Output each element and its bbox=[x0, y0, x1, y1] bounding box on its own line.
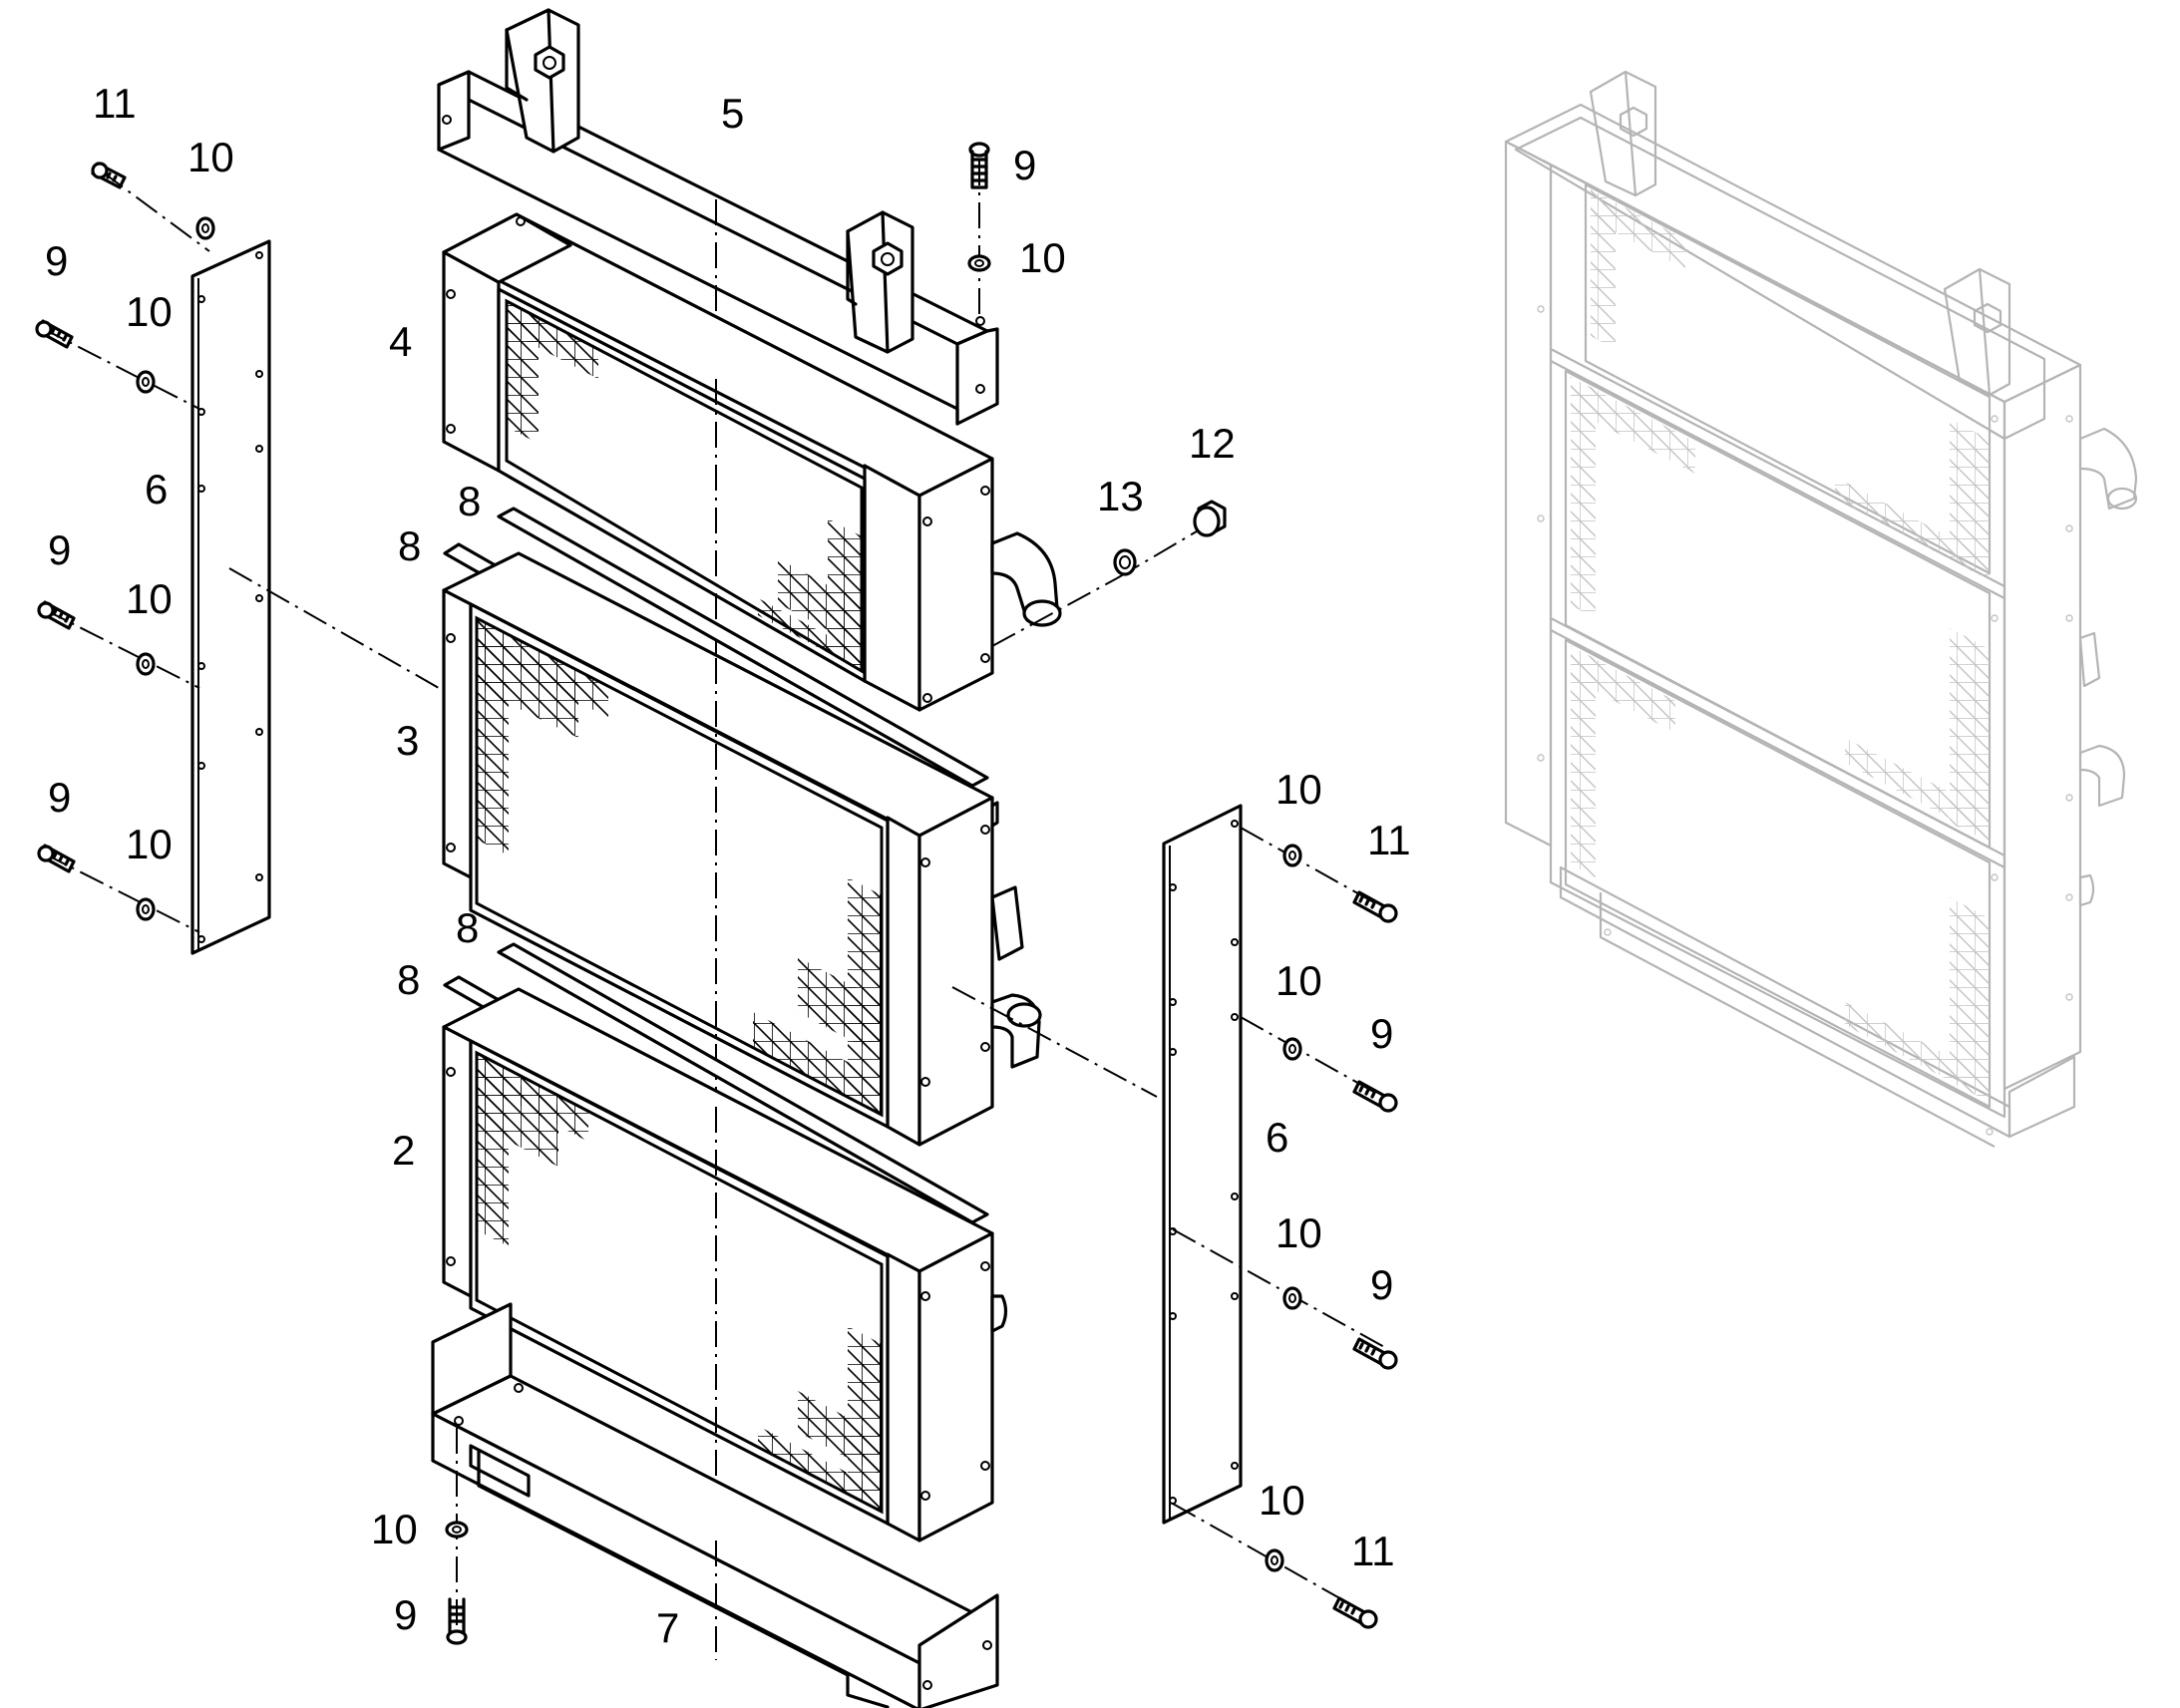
bottom-fasteners bbox=[445, 1428, 469, 1645]
bolt-icon bbox=[1352, 1337, 1398, 1370]
assembled-reference-view bbox=[1504, 70, 2138, 1148]
bolt-icon bbox=[35, 319, 74, 349]
cooler-core-middle bbox=[442, 551, 1158, 1147]
callout-9-r2: 9 bbox=[1370, 1010, 1393, 1057]
callout-12: 12 bbox=[1189, 420, 1236, 467]
callout-9-l2: 9 bbox=[48, 526, 71, 573]
callout-8-b: 8 bbox=[398, 522, 421, 569]
callout-labels: 11 10 9 10 6 9 10 9 10 5 9 10 4 8 8 3 13… bbox=[45, 80, 1411, 1651]
callout-10-l2: 10 bbox=[126, 575, 173, 622]
callout-7: 7 bbox=[656, 1604, 679, 1651]
washer-icon bbox=[1265, 1548, 1284, 1572]
callout-2: 2 bbox=[392, 1127, 415, 1174]
washer-icon bbox=[195, 216, 215, 240]
callout-11-tl: 11 bbox=[93, 80, 137, 127]
top-channel-bracket bbox=[437, 8, 999, 436]
callout-10-l3: 10 bbox=[126, 821, 173, 867]
callout-4: 4 bbox=[389, 318, 412, 365]
callout-10-r2: 10 bbox=[1275, 957, 1322, 1004]
callout-5: 5 bbox=[721, 90, 744, 137]
callout-13: 13 bbox=[1097, 473, 1144, 519]
cooler-core-upper bbox=[442, 212, 1118, 712]
callout-10-r1: 10 bbox=[1275, 766, 1322, 813]
callout-9-top: 9 bbox=[1013, 142, 1036, 188]
bolt-icon bbox=[1352, 1080, 1398, 1113]
bolt-icon bbox=[1352, 890, 1398, 923]
top-fasteners bbox=[967, 142, 991, 319]
bottom-channel bbox=[431, 1302, 999, 1708]
callout-9-r3: 9 bbox=[1370, 1261, 1393, 1308]
washer-icon bbox=[1282, 844, 1302, 867]
bolt-icon bbox=[37, 600, 76, 630]
washer-icon bbox=[445, 1521, 469, 1538]
callout-8-d: 8 bbox=[397, 956, 420, 1003]
callout-9-l3: 9 bbox=[48, 774, 71, 821]
washer-icon bbox=[1282, 1286, 1302, 1310]
callout-3: 3 bbox=[396, 717, 419, 764]
callout-8-c: 8 bbox=[456, 904, 479, 951]
left-fasteners bbox=[35, 162, 440, 933]
washer-icon bbox=[136, 652, 156, 676]
callout-11-r1: 11 bbox=[1367, 817, 1411, 863]
callout-10-l1: 10 bbox=[126, 288, 173, 335]
cooler-core-lower bbox=[442, 987, 1008, 1542]
callout-6-r: 6 bbox=[1266, 1114, 1288, 1161]
right-fasteners bbox=[1172, 827, 1398, 1629]
bolt-icon bbox=[91, 162, 127, 189]
callout-9-bot: 9 bbox=[394, 1591, 417, 1638]
bolt-icon bbox=[1332, 1596, 1378, 1629]
bolt-icon bbox=[446, 1597, 468, 1645]
callout-10-tl: 10 bbox=[187, 134, 234, 180]
callout-11-r4: 11 bbox=[1351, 1528, 1395, 1574]
drain-plug bbox=[1113, 500, 1227, 579]
callout-10-r3: 10 bbox=[1275, 1209, 1322, 1256]
callout-10-bot: 10 bbox=[371, 1506, 418, 1552]
pipe-outlet bbox=[990, 531, 1062, 627]
callout-9-l1: 9 bbox=[45, 237, 68, 284]
callout-10-top: 10 bbox=[1019, 234, 1066, 281]
washer-icon bbox=[967, 254, 991, 272]
callout-8-a: 8 bbox=[458, 478, 481, 524]
seal-ring-icon bbox=[1113, 548, 1137, 576]
washer-icon bbox=[136, 897, 156, 921]
washer-icon bbox=[1282, 1037, 1302, 1061]
nut-icon bbox=[534, 45, 904, 276]
callout-6-l: 6 bbox=[145, 466, 168, 512]
washer-icon bbox=[136, 370, 156, 394]
right-side-plate bbox=[1162, 804, 1243, 1525]
bolt-icon bbox=[37, 844, 76, 873]
bolt-icon bbox=[968, 142, 990, 189]
pipe-outlet bbox=[990, 885, 1042, 1069]
plug-icon bbox=[1193, 500, 1227, 537]
left-side-plate bbox=[190, 239, 271, 955]
callout-10-r4: 10 bbox=[1259, 1477, 1305, 1524]
